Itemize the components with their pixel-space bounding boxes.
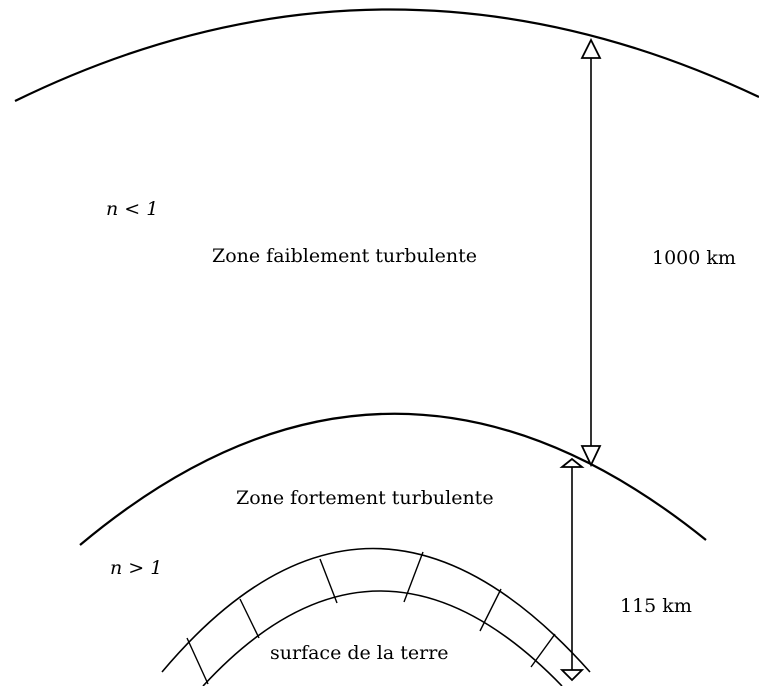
crust-tick bbox=[530, 633, 556, 668]
strong-turbulence-zone-label: Zone fortement turbulente bbox=[236, 487, 494, 509]
crust-tick bbox=[319, 558, 338, 604]
upper-arrowhead-top bbox=[580, 37, 602, 59]
turbulence-boundary-arc bbox=[79, 412, 707, 546]
crust-inner-arc bbox=[202, 590, 563, 686]
refractive-index-upper-label: n < 1 bbox=[106, 198, 158, 220]
crust-outer-arc bbox=[161, 547, 591, 673]
lower-distance-label: 115 km bbox=[620, 595, 692, 617]
refractive-index-lower-label: n > 1 bbox=[110, 557, 162, 579]
crust-tick bbox=[479, 588, 502, 632]
earth-surface-label: surface de la terre bbox=[270, 642, 449, 664]
lower-arrowhead-bottom bbox=[559, 669, 585, 682]
lower-dimension-arrow bbox=[559, 457, 585, 682]
lower-arrowhead-top bbox=[559, 457, 585, 468]
upper-distance-label: 1000 km bbox=[652, 247, 736, 269]
crust-tick bbox=[239, 598, 260, 639]
crust-tick bbox=[403, 551, 424, 603]
weak-turbulence-zone-label: Zone faiblement turbulente bbox=[212, 245, 477, 267]
upper-dimension-arrow bbox=[580, 37, 602, 468]
crust-hatch-marks bbox=[186, 551, 556, 685]
crust-tick bbox=[186, 637, 209, 685]
outer-atmosphere-arc bbox=[14, 8, 759, 102]
upper-arrowhead-bottom bbox=[580, 445, 602, 468]
